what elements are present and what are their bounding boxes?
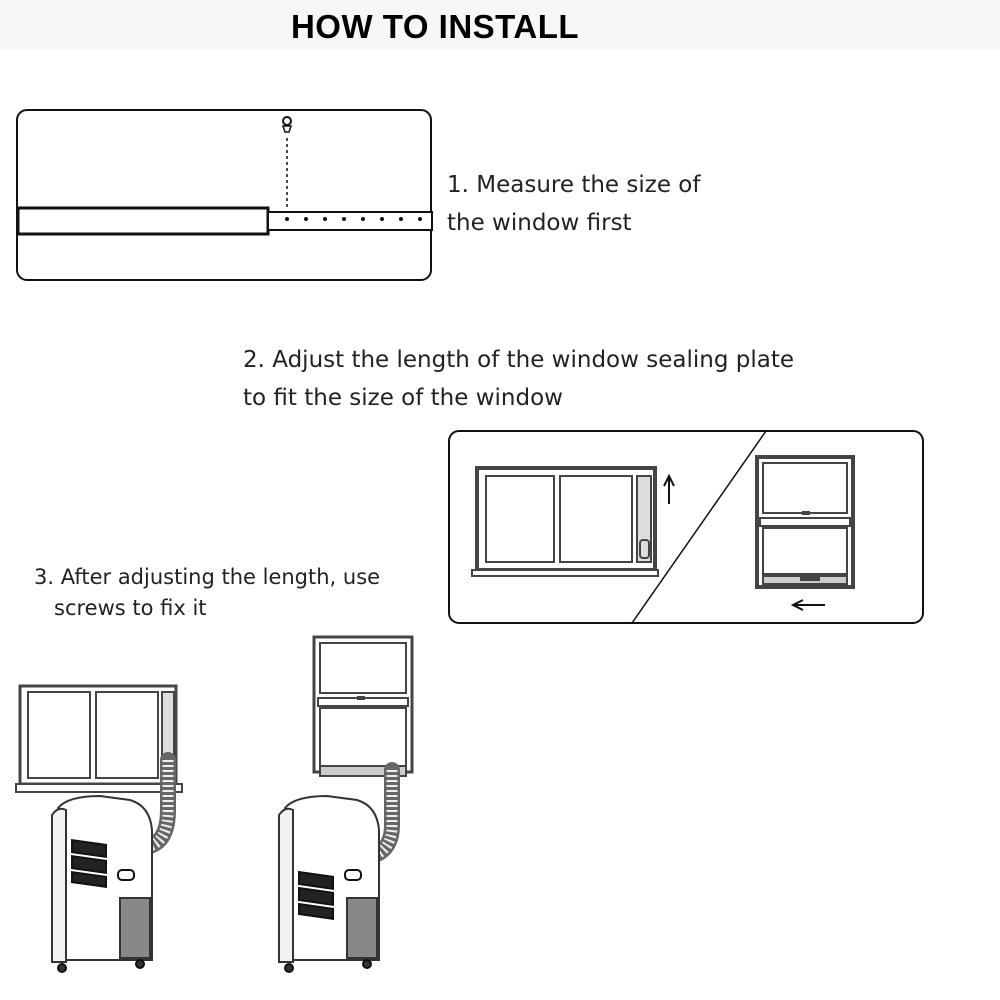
step-2-line-2: to fit the size of the window: [243, 385, 563, 411]
hung-window-icon: [755, 455, 855, 589]
step-3-line-1: 3. After adjusting the length, use: [34, 565, 381, 589]
step-2-text: 2. Adjust the length of the window seali…: [243, 341, 883, 417]
ac-unit-sliding-window: [15, 684, 183, 973]
step-1-line-1: 1. Measure the size of: [447, 172, 701, 198]
step-3-line-2: screws to fix it: [54, 596, 207, 620]
window-fit-diagram: [448, 430, 924, 624]
sealing-plate-diagram: [16, 109, 433, 281]
step-1-line-2: the window first: [447, 210, 632, 236]
step-3-text: 3. After adjusting the length, use screw…: [34, 562, 454, 624]
step-2-line-1: 2. Adjust the length of the window seali…: [243, 347, 795, 373]
step-1-text: 1. Measure the size of the window first: [447, 166, 767, 242]
page-title: HOW TO INSTALL: [290, 8, 580, 45]
ac-unit-hung-window: [278, 635, 414, 973]
screw-icon: [281, 116, 293, 133]
title-band: [0, 0, 1000, 50]
arrow-left-icon: [790, 599, 825, 611]
arrow-up-icon: [663, 473, 675, 504]
sliding-window-icon: [471, 466, 659, 577]
plate-holes: [285, 217, 422, 221]
